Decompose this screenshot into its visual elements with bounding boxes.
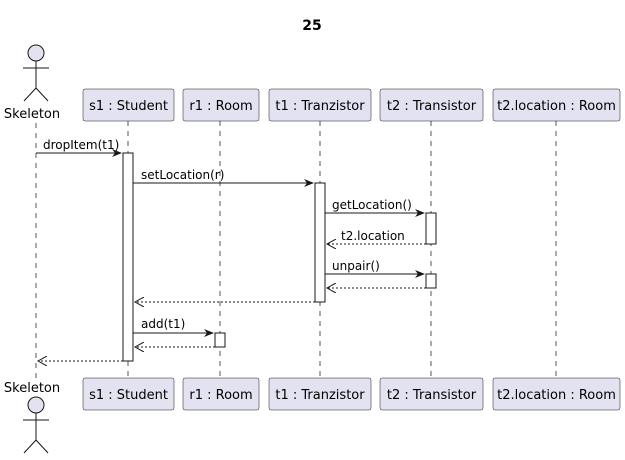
participant-label: s1 : Student	[89, 388, 168, 403]
actor-head-icon	[27, 44, 45, 62]
participant-r1-top: r1 : Room	[182, 88, 260, 122]
participant-t1-bottom: t1 : Tranzistor	[268, 377, 372, 411]
participant-label: t2 : Transistor	[387, 388, 477, 403]
participant-s1-top: s1 : Student	[82, 88, 175, 122]
activation-r1	[214, 332, 226, 348]
activation-t2-getlocation	[425, 212, 437, 245]
actor-label-bottom: Skeleton	[4, 381, 60, 396]
participant-label: t2.location : Room	[497, 388, 616, 403]
participant-loc-bottom: t2.location : Room	[492, 377, 621, 411]
participant-label: t1 : Tranzistor	[275, 388, 365, 403]
participant-r1-bottom: r1 : Room	[182, 377, 260, 411]
activation-t2-unpair	[425, 273, 437, 289]
participant-s1-bottom: s1 : Student	[82, 377, 175, 411]
actor-head-icon	[27, 396, 45, 414]
participant-label: s1 : Student	[89, 99, 168, 114]
message-setlocation: setLocation(r)	[133, 168, 314, 187]
message-return-location: t2.location	[327, 229, 426, 244]
actor-top: Skeleton	[4, 44, 60, 122]
message-unpair: unpair()	[325, 259, 425, 278]
participant-label: r1 : Room	[189, 99, 252, 114]
message-add: add(t1)	[133, 317, 214, 337]
message-label: dropItem(t1)	[43, 138, 119, 152]
message-label: add(t1)	[141, 317, 185, 331]
participant-loc-top: t2.location : Room	[492, 88, 621, 122]
activation-t1	[314, 182, 326, 303]
actor-label-top: Skeleton	[4, 107, 60, 122]
diagram-title: 25	[302, 18, 321, 34]
message-label: getLocation()	[332, 198, 412, 212]
participant-label: t2 : Transistor	[387, 99, 477, 114]
message-dropitem: dropItem(t1)	[36, 138, 122, 157]
participant-t2-bottom: t2 : Transistor	[379, 377, 484, 411]
message-label: setLocation(r)	[141, 168, 224, 182]
activation-s1	[122, 152, 134, 362]
message-label: unpair()	[332, 259, 380, 273]
message-label: t2.location	[341, 229, 405, 243]
actor-bottom: Skeleton	[4, 381, 60, 454]
participant-label: t1 : Tranzistor	[275, 99, 365, 114]
participant-label: r1 : Room	[189, 388, 252, 403]
message-getlocation: getLocation()	[325, 198, 425, 217]
participant-t2-top: t2 : Transistor	[379, 88, 484, 122]
participant-t1-top: t1 : Tranzistor	[268, 88, 372, 122]
participant-label: t2.location : Room	[497, 99, 616, 114]
